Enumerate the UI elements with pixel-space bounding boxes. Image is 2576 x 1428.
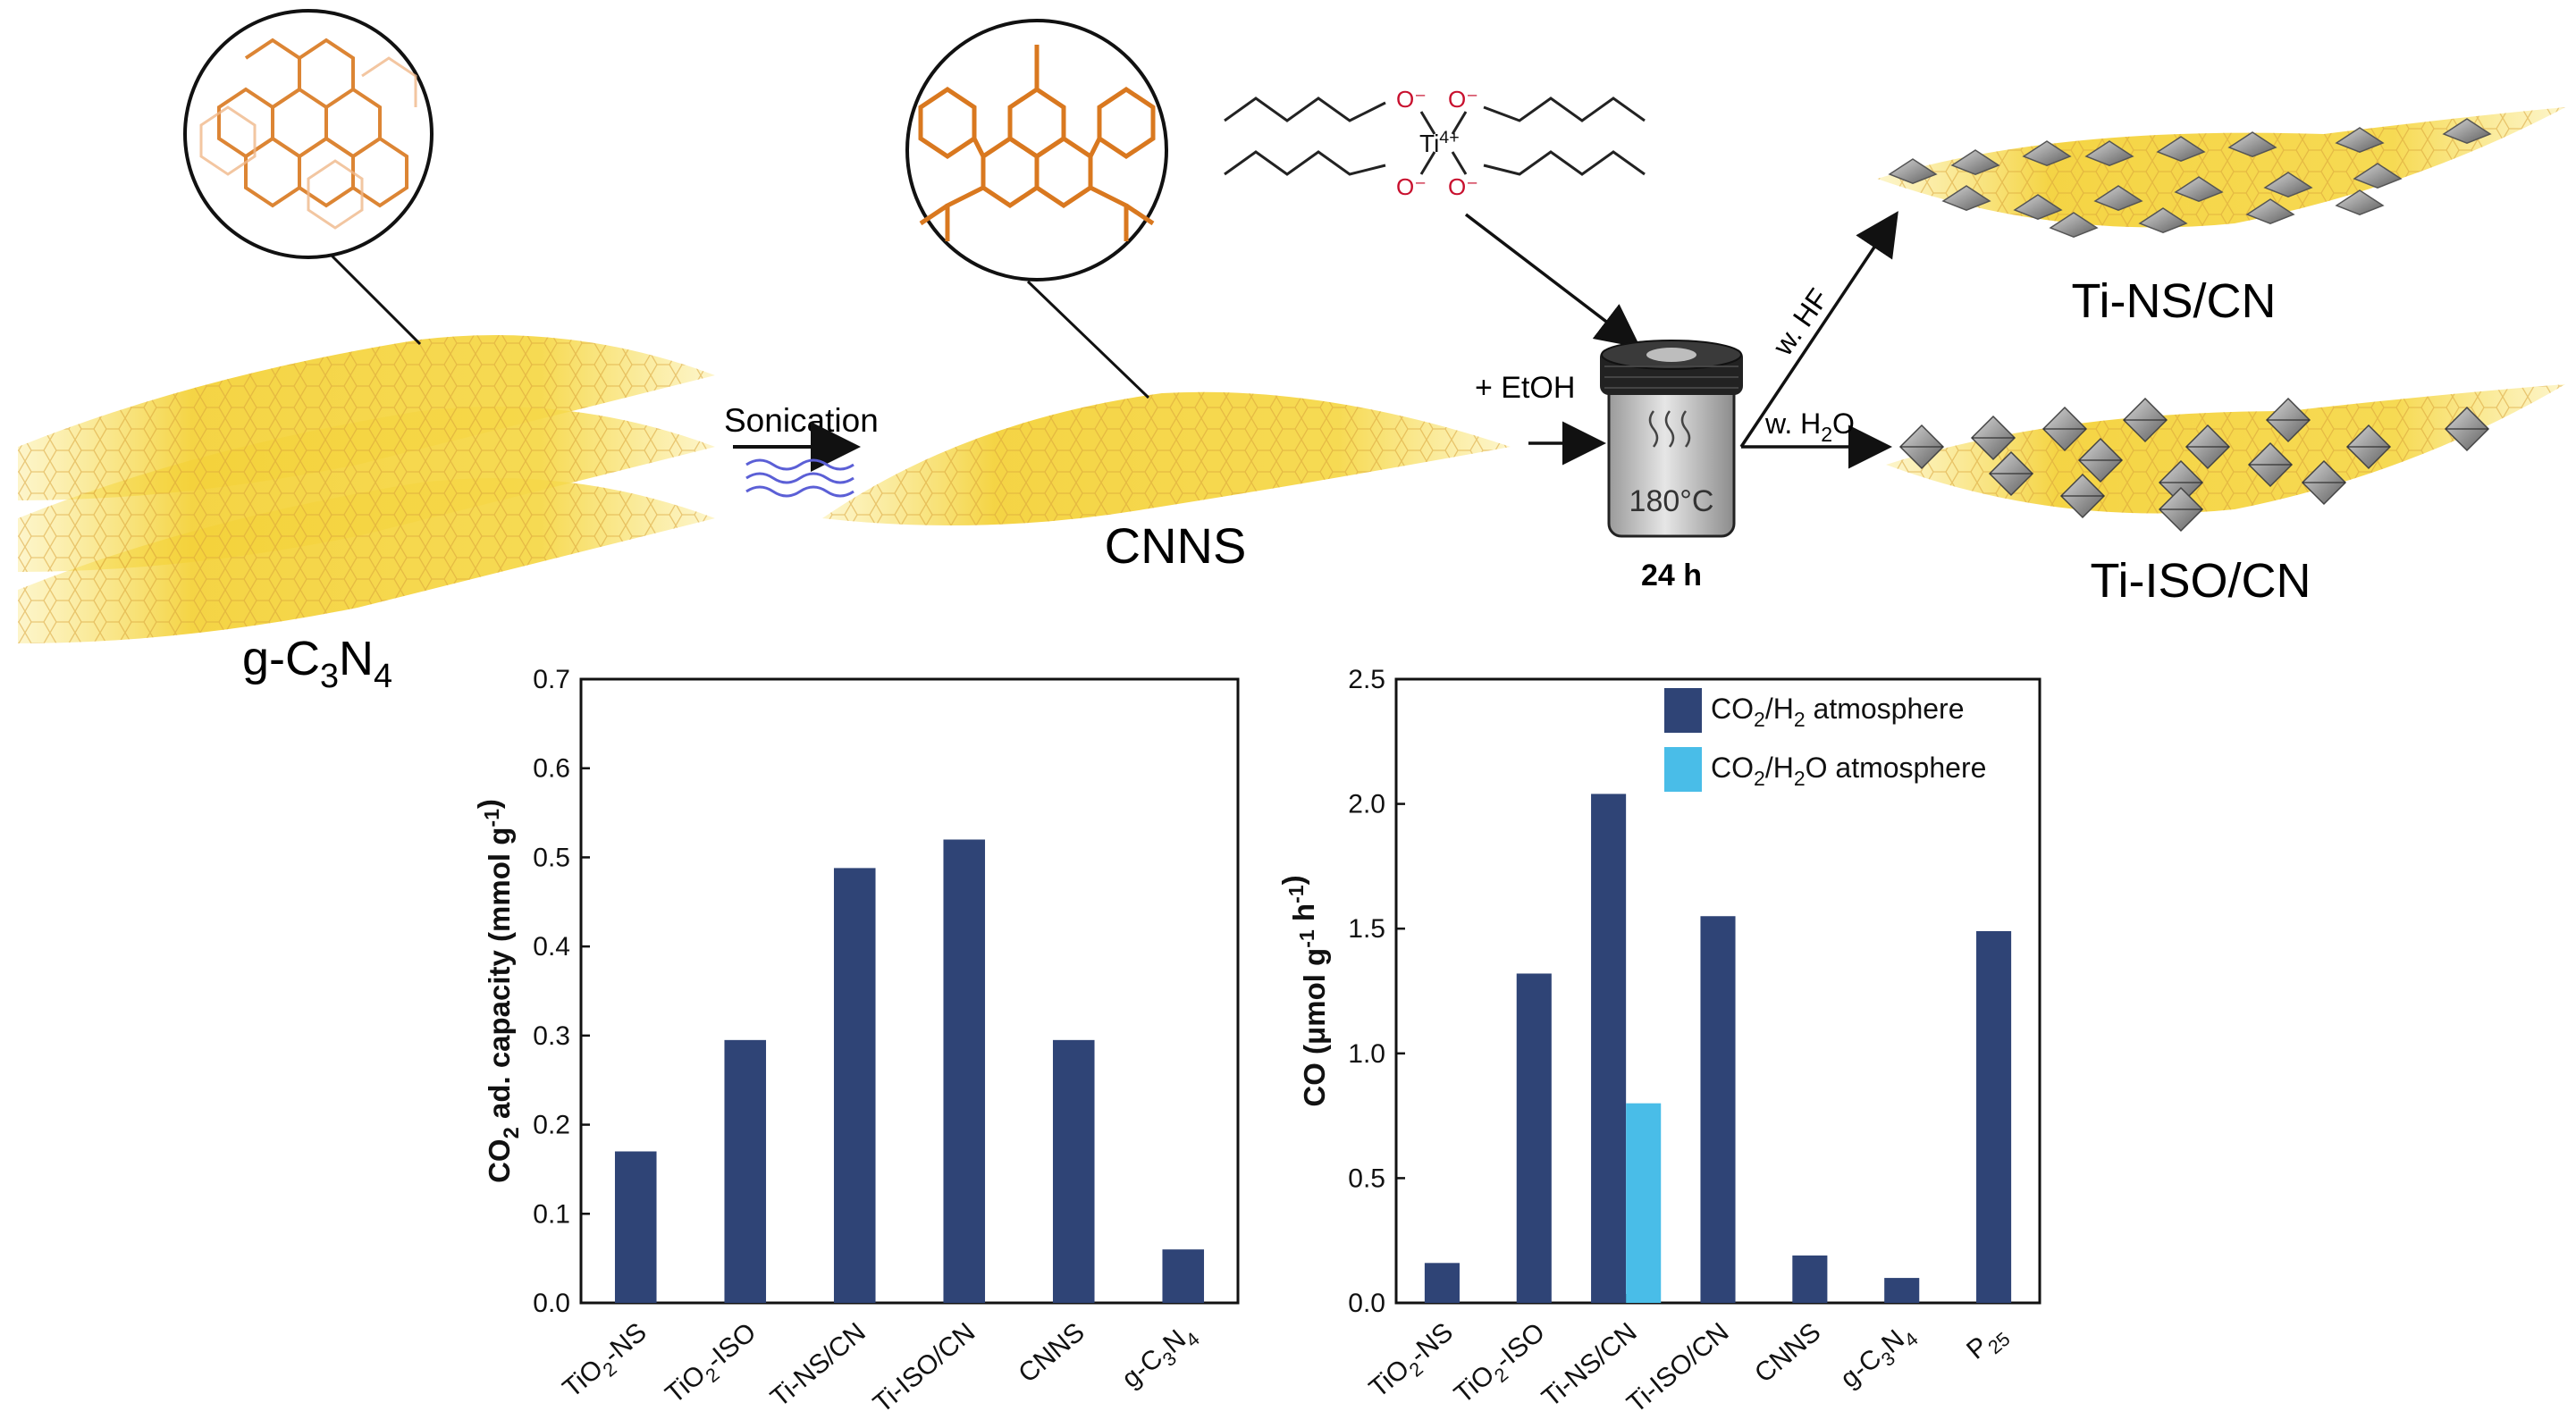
temperature-label: 180°C <box>1629 484 1714 518</box>
y-tick-label: 0.4 <box>533 932 570 962</box>
tio2-particle <box>2227 131 2277 158</box>
etoh-label: + EtOH <box>1475 371 1575 405</box>
bar <box>1626 1103 1662 1303</box>
sonication-label: Sonication <box>724 402 879 439</box>
legend-label: CO2/H2 atmosphere <box>1711 693 1965 731</box>
gcn-stacked-sheets <box>18 335 715 643</box>
y-tick-label: 0.6 <box>533 754 570 784</box>
tio2-particle <box>2263 172 2313 198</box>
tio2-particle <box>1888 158 1938 185</box>
precursor-arrow <box>1464 213 1641 349</box>
plot-frame <box>579 677 1240 1305</box>
y-tick-label: 1.0 <box>1348 1039 1385 1069</box>
titanium-ion-label: Ti4+ <box>1419 128 1460 157</box>
bar <box>1700 916 1736 1303</box>
legend-swatch <box>1664 747 1702 792</box>
x-tick-label: P25 <box>1961 1317 2014 1370</box>
tio2-particle <box>2022 140 2072 167</box>
y-axis-label: CO2 ad. capacity (mmol g-1) <box>472 799 524 1183</box>
tio2-particle <box>2093 185 2143 212</box>
tio2-particle <box>2245 198 2295 225</box>
y-tick-label: 0.0 <box>533 1289 570 1318</box>
h2o-route-label: w. H2O <box>1764 407 1855 446</box>
cnns-label: CNNS <box>1105 517 1247 574</box>
bar <box>1162 1249 1205 1303</box>
oxygen-label: O⁻ <box>1396 173 1427 200</box>
time-label: 24 h <box>1641 559 1702 592</box>
y-axis-label: CO (μmol g-1 h-1) <box>1276 875 1331 1106</box>
oxygen-label: O⁻ <box>1396 86 1427 113</box>
titanium-butoxide-structure: O⁻ O⁻ O⁻ O⁻ Ti4+ <box>1224 86 1646 200</box>
y-tick-label: 0.2 <box>533 1111 570 1140</box>
gcn-lattice-zoom-circle <box>183 9 434 259</box>
tio2-particle <box>1950 149 2000 176</box>
ti-ns-cn-label: Ti-NS/CN <box>2072 274 2277 328</box>
tio2-nanosheet-particles <box>1888 118 2492 239</box>
y-tick-label: 0.5 <box>1348 1163 1385 1193</box>
y-tick-label: 2.0 <box>1348 790 1385 819</box>
bar <box>1052 1039 1095 1303</box>
legend-swatch <box>1664 688 1702 733</box>
ultrasound-wave-icon <box>745 458 854 498</box>
bar <box>1591 794 1627 1303</box>
tio2-particle <box>1941 185 1991 212</box>
y-tick-label: 0.1 <box>533 1199 570 1229</box>
tio2-particle <box>2442 118 2492 145</box>
x-tick-label: Ti-NS/CN <box>765 1317 871 1413</box>
tio2-particle <box>2335 127 2385 154</box>
oxygen-label: O⁻ <box>1448 173 1478 200</box>
y-tick-label: 0.3 <box>533 1021 570 1051</box>
x-tick-label: CNNS <box>1013 1317 1090 1389</box>
tio2-particle <box>2335 189 2385 216</box>
x-tick-label: TiO2-NS <box>1364 1317 1463 1408</box>
cnns-sheet <box>822 391 1511 525</box>
heat-icon <box>1648 410 1691 448</box>
ti-iso-cn-label: Ti-ISO/CN <box>2091 554 2311 608</box>
y-tick-label: 0.5 <box>533 843 570 872</box>
cnns-zoom-line <box>1026 280 1150 399</box>
legend-label: CO2/H2O atmosphere <box>1711 752 1986 790</box>
autoclave-icon: 180°C <box>1600 340 1743 538</box>
tio2-particle <box>2084 140 2134 167</box>
x-tick-label: g-C3N4 <box>1116 1317 1204 1399</box>
co-production-bar-chart: 0.0 0.5 1.0 1.5 2.0 2.5 CO (μmol g-1 h-1) TiO2-… <box>1276 665 2041 1419</box>
gcn-label: g-C3N4 <box>242 632 392 695</box>
tio2-particle <box>2353 163 2403 189</box>
bar <box>1884 1278 1920 1303</box>
y-tick-label: 2.5 <box>1348 665 1385 694</box>
tio2-particle <box>2174 176 2224 203</box>
bar <box>943 839 986 1303</box>
y-tick-label: 0.0 <box>1348 1289 1385 1318</box>
cnns-lattice-zoom-circle <box>905 19 1168 281</box>
x-tick-label: Ti-ISO/CN <box>1621 1317 1734 1418</box>
tio2-particle <box>2138 207 2188 234</box>
x-tick-label: Ti-ISO/CN <box>868 1317 981 1418</box>
hf-route-arrow <box>1739 211 1898 448</box>
y-tick-label: 1.5 <box>1348 914 1385 944</box>
ti-ns-cn-product-sheet <box>1877 107 2565 239</box>
y-tick-label: 0.7 <box>533 665 570 694</box>
bar <box>614 1151 657 1303</box>
bar <box>724 1039 767 1303</box>
x-tick-label: CNNS <box>1749 1317 1826 1389</box>
tio2-particle <box>2049 212 2099 239</box>
gcn-zoom-line <box>329 253 422 346</box>
x-tick-label: g-C3N4 <box>1835 1317 1923 1399</box>
bar <box>1976 930 2012 1303</box>
x-tick-label: TiO2-NS <box>558 1317 657 1408</box>
tio2-particle <box>2013 194 2063 221</box>
tio2-particle <box>2156 136 2206 163</box>
bar <box>1516 973 1552 1303</box>
bar <box>1792 1255 1828 1303</box>
ti-iso-cn-product-sheet <box>1886 384 2565 533</box>
x-tick-label: TiO2-ISO <box>1449 1317 1554 1414</box>
oxygen-label: O⁻ <box>1448 86 1478 113</box>
bar <box>1424 1263 1460 1303</box>
x-tick-label: TiO2-ISO <box>660 1317 765 1414</box>
bar <box>833 868 876 1303</box>
tio2-octahedron-particles <box>1898 397 2490 533</box>
